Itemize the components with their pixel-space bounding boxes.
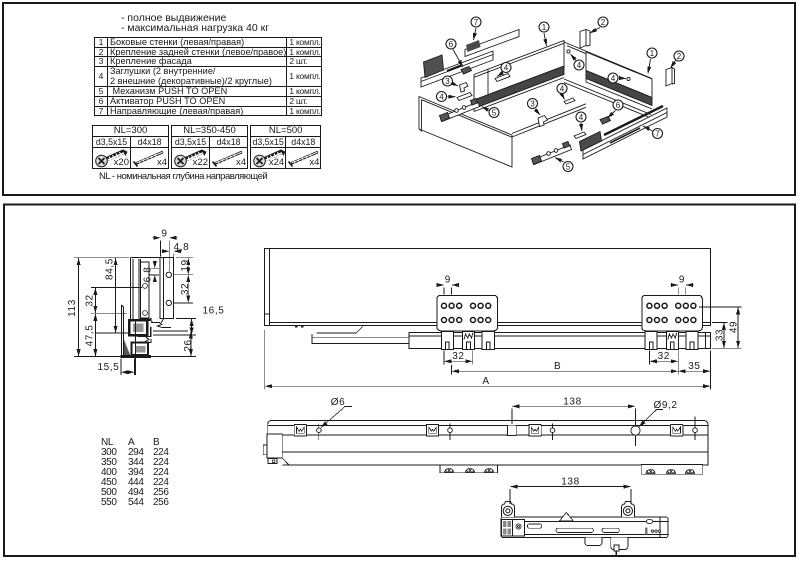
svg-text:7: 7: [474, 18, 479, 27]
svg-text:138: 138: [563, 396, 582, 407]
svg-text:4: 4: [579, 113, 584, 122]
svg-text:49: 49: [729, 321, 740, 333]
svg-text:A: A: [482, 376, 489, 387]
svg-text:32: 32: [452, 351, 464, 362]
svg-text:9: 9: [679, 275, 685, 286]
svg-text:6: 6: [449, 40, 454, 49]
svg-text:3: 3: [530, 100, 535, 109]
svg-text:35: 35: [688, 361, 700, 372]
svg-text:9: 9: [161, 228, 167, 239]
svg-text:Ø9,2: Ø9,2: [653, 400, 677, 411]
svg-text:2: 2: [677, 52, 682, 61]
svg-text:32: 32: [658, 351, 670, 362]
svg-text:B: B: [554, 361, 561, 372]
svg-text:6,8: 6,8: [143, 267, 154, 283]
svg-text:4: 4: [577, 61, 582, 70]
svg-text:Ø6: Ø6: [331, 397, 346, 408]
svg-text:3: 3: [445, 77, 450, 86]
svg-text:4: 4: [560, 85, 565, 94]
svg-text:4: 4: [611, 74, 616, 83]
svg-text:26: 26: [183, 339, 194, 351]
svg-text:5: 5: [566, 163, 571, 172]
svg-text:33: 33: [715, 329, 726, 341]
svg-text:4: 4: [439, 93, 444, 102]
svg-text:16,5: 16,5: [203, 306, 225, 317]
svg-text:4,8: 4,8: [174, 242, 190, 253]
svg-text:15,5: 15,5: [97, 362, 119, 373]
svg-text:1: 1: [650, 49, 655, 58]
svg-text:4: 4: [504, 64, 509, 73]
svg-text:32: 32: [180, 283, 191, 295]
svg-text:113: 113: [67, 299, 78, 317]
svg-text:9: 9: [445, 275, 451, 286]
svg-text:84,5: 84,5: [105, 258, 116, 280]
svg-text:138: 138: [561, 477, 580, 488]
svg-text:47,5: 47,5: [85, 325, 96, 347]
svg-text:2: 2: [601, 18, 606, 27]
svg-text:32: 32: [85, 294, 96, 306]
svg-text:5: 5: [492, 109, 497, 118]
svg-text:7: 7: [655, 130, 660, 139]
svg-text:1: 1: [542, 23, 547, 32]
svg-text:6: 6: [616, 101, 621, 110]
svg-text:19: 19: [180, 259, 191, 271]
